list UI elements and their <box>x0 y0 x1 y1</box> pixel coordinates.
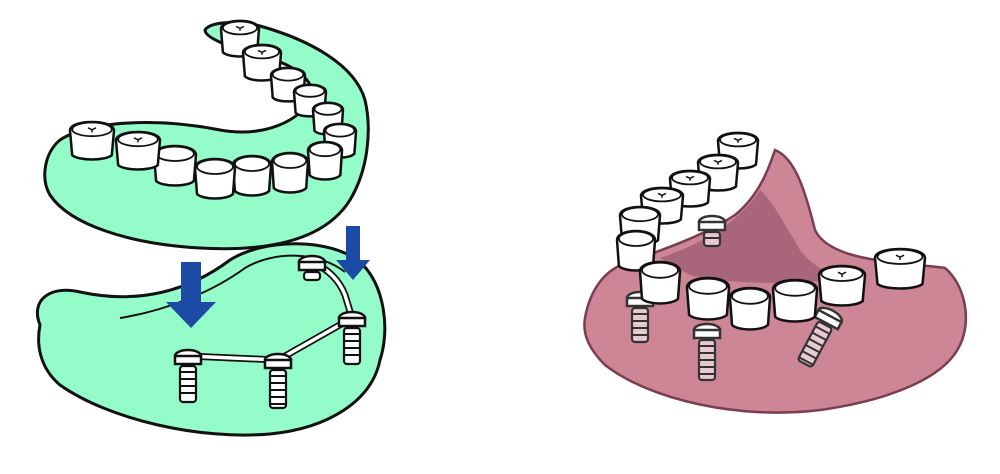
upper-tooth <box>231 154 273 197</box>
implant-icon <box>297 254 327 282</box>
bridge-tooth <box>615 229 657 272</box>
right-arrow-icon <box>336 226 370 280</box>
upper-tooth <box>114 130 162 171</box>
implant-icon <box>797 306 844 368</box>
left-implants <box>173 254 367 410</box>
upper-tooth <box>270 151 310 194</box>
upper-tooth <box>152 144 198 187</box>
bridge-tooth <box>771 278 819 323</box>
fixed-implant-bridge-panel <box>583 131 968 414</box>
bridge-tooth <box>817 264 867 307</box>
bridge-tooth <box>728 286 772 331</box>
lower-gum-base <box>35 242 387 437</box>
implant-icon <box>337 310 367 366</box>
bar-retained-overdenture-panel <box>35 19 387 437</box>
right-implants <box>625 214 844 382</box>
upper-tooth <box>68 120 116 161</box>
implant-icon <box>173 348 203 404</box>
pink-gum-shadow <box>660 190 845 283</box>
implant-icon <box>697 214 727 248</box>
bridge-tooth <box>638 260 682 305</box>
implant-icon <box>692 322 722 382</box>
upper-teeth <box>68 19 358 200</box>
implant-icon <box>263 352 293 410</box>
upper-tooth <box>306 140 344 181</box>
upper-tooth <box>193 157 237 200</box>
bridge-teeth <box>615 131 927 331</box>
left-arrow-icon <box>166 262 216 328</box>
bridge-tooth <box>685 276 731 321</box>
bridge-tooth <box>873 247 927 290</box>
